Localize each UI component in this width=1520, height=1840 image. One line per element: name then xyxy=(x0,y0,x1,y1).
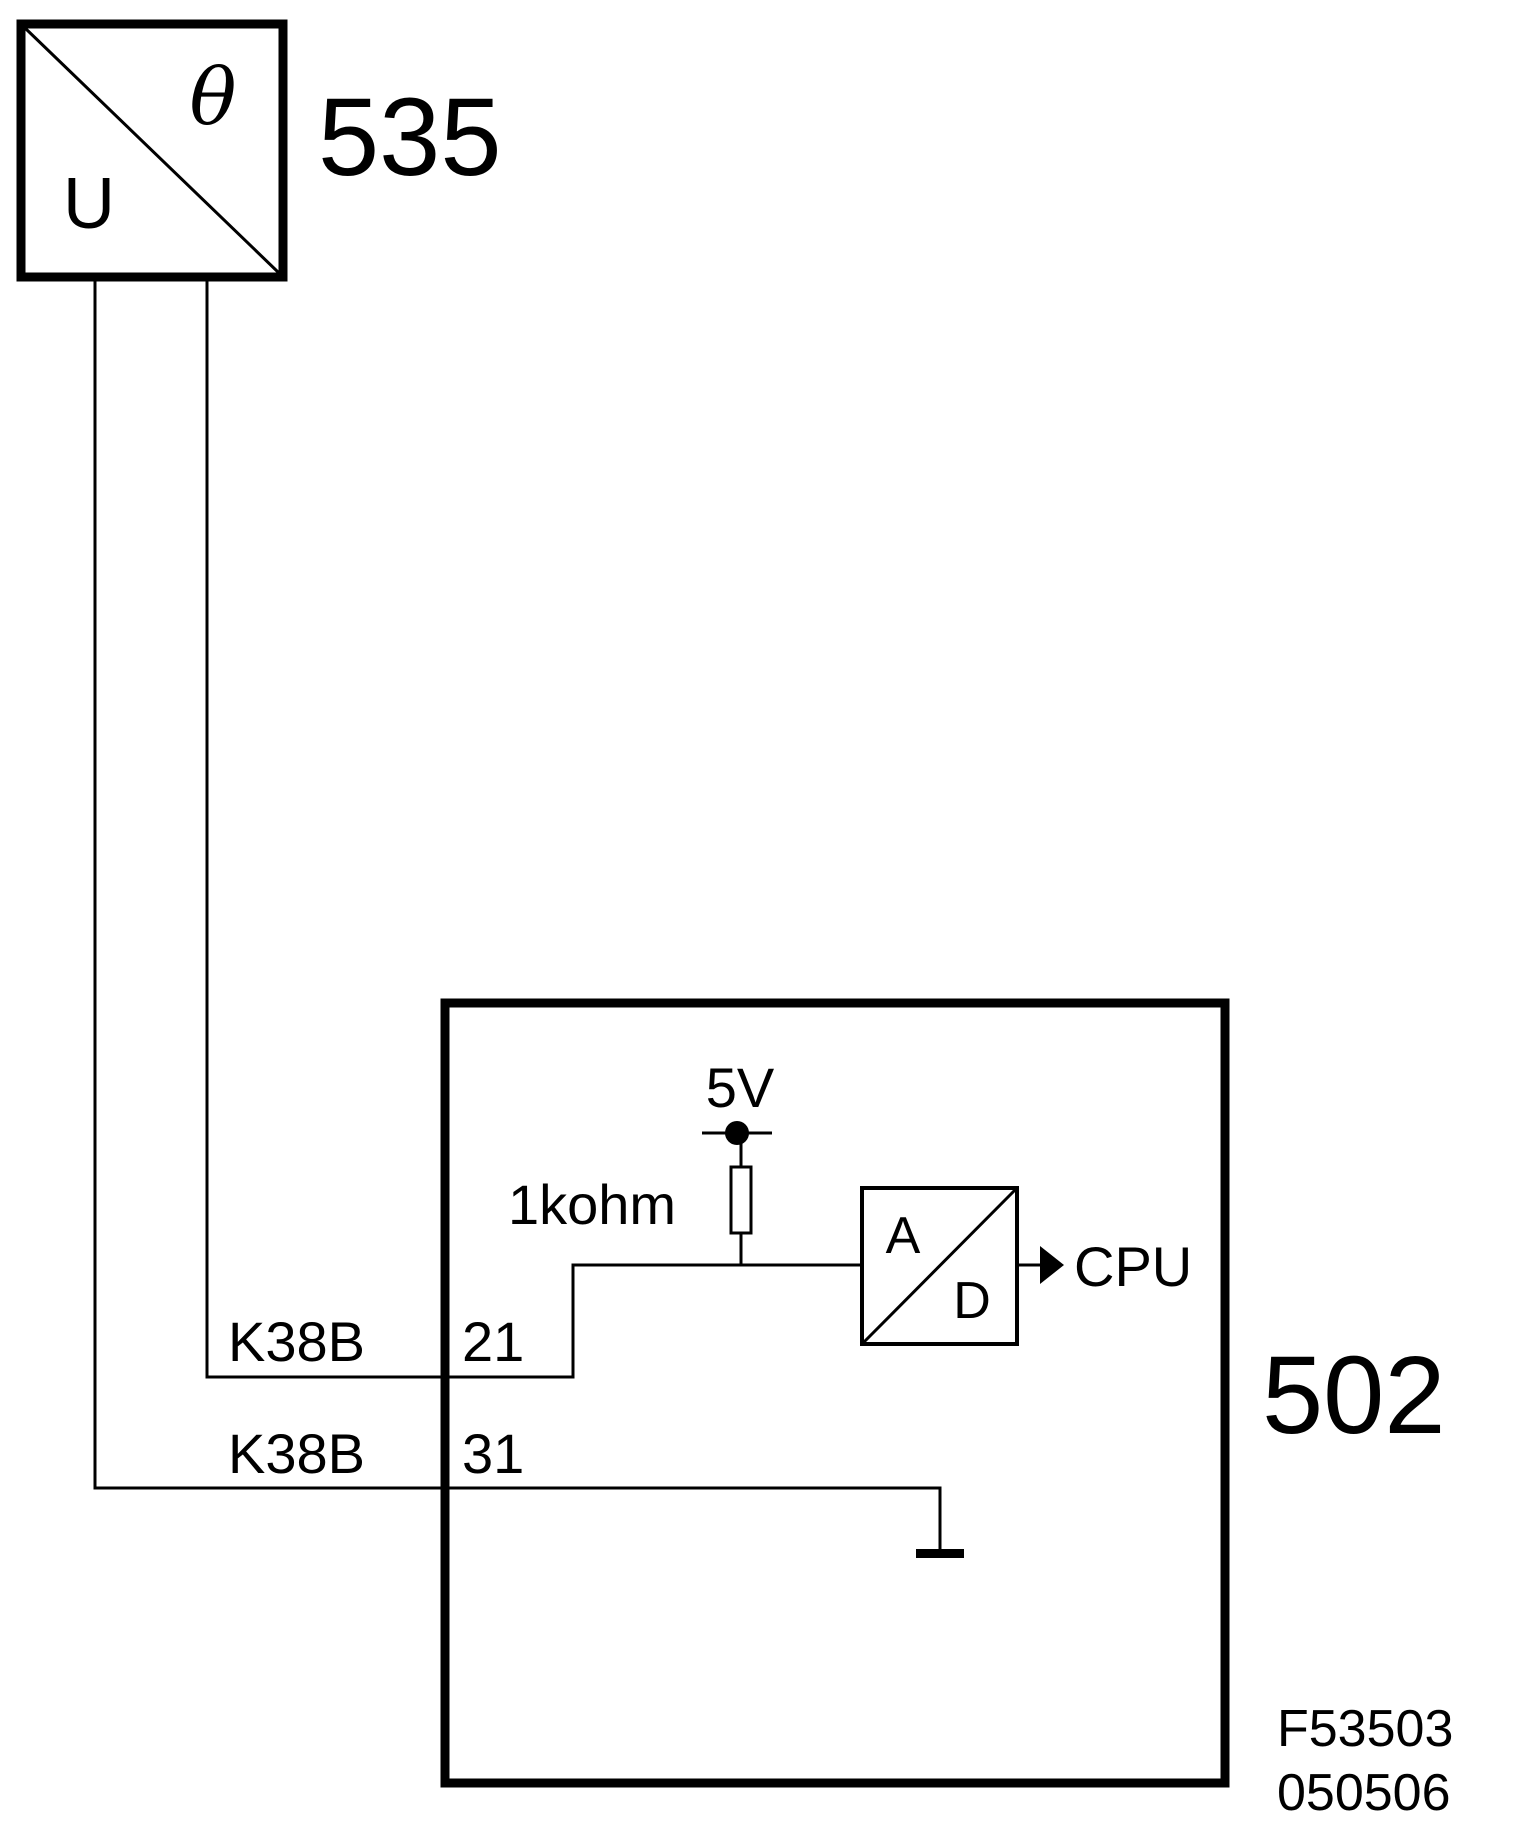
connector-label: K38B xyxy=(228,1422,365,1485)
supply-voltage-label: 5V xyxy=(706,1056,775,1119)
ground-symbol xyxy=(916,1549,964,1558)
date-code-label: 050506 xyxy=(1277,1764,1451,1822)
ad-converter: A D CPU xyxy=(860,1186,1192,1346)
ground-icon xyxy=(916,1549,964,1558)
connector-labels: K38B 21 K38B 31 xyxy=(228,1310,524,1485)
converter-input-label: A xyxy=(886,1207,921,1265)
sensor-box xyxy=(16,19,288,282)
control-unit-ref-label: 502 xyxy=(1262,1334,1446,1457)
sensor-diagonal xyxy=(23,26,281,275)
sensor-ref-label: 535 xyxy=(318,76,502,199)
wires xyxy=(93,277,942,1552)
figure-id-label: F53503 xyxy=(1277,1700,1453,1758)
control-unit-502: 502 xyxy=(440,998,1446,1788)
control-unit-box xyxy=(440,998,1230,1788)
sensor-quantity-symbol: θ xyxy=(190,53,237,143)
sensor-output-label: U xyxy=(63,164,115,244)
connector-label: K38B xyxy=(228,1310,365,1373)
converter-diagonal xyxy=(862,1188,1017,1344)
resistor-symbol xyxy=(729,1165,753,1235)
footer: F53503 050506 xyxy=(1277,1700,1453,1822)
converter-destination-label: CPU xyxy=(1074,1235,1192,1298)
wire-pin-31 xyxy=(93,277,942,1552)
pin-label: 21 xyxy=(462,1310,524,1373)
supply-circuit: 5V 1kohm xyxy=(508,1056,775,1265)
sensor-535: U θ 535 xyxy=(16,19,502,282)
wire-pin-21 xyxy=(205,277,860,1379)
converter-output-label: D xyxy=(953,1272,991,1330)
arrow-right-icon xyxy=(1040,1246,1064,1284)
pin-label: 31 xyxy=(462,1422,524,1485)
supply-node-dot xyxy=(725,1121,749,1145)
resistor-value-label: 1kohm xyxy=(508,1173,676,1236)
